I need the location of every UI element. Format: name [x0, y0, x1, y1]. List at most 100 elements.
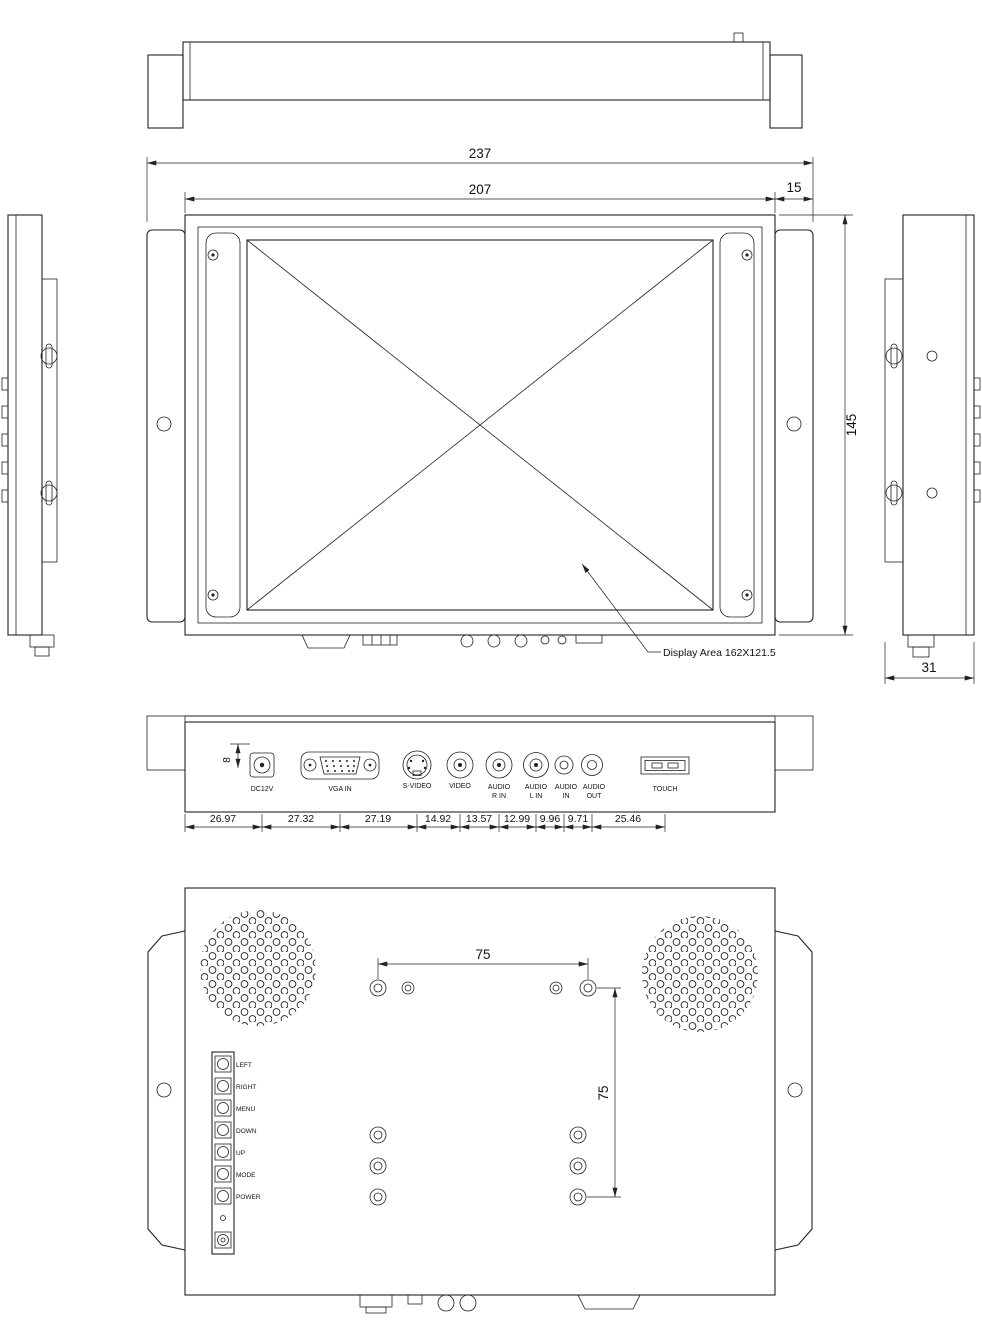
front-right-ear	[774, 229, 814, 623]
s-video-connector	[402, 750, 432, 780]
top-left-bracket	[147, 54, 184, 129]
dim-jack-offset: 8	[222, 743, 250, 768]
dim-vesa-horizontal-value: 75	[475, 947, 490, 962]
top-view	[147, 32, 803, 129]
left-side-view	[1, 214, 58, 657]
rear-body	[184, 887, 776, 1296]
chain-dim-5: 12.99	[504, 813, 530, 825]
rear-view: 75 75 LEFT RIGHT	[147, 887, 813, 1314]
button-left: LEFT	[214, 1055, 252, 1073]
button-power: POWER	[214, 1187, 261, 1205]
bezel-screws	[207, 249, 753, 601]
dc-jack	[249, 752, 275, 778]
dim-ear-width-value: 15	[786, 180, 801, 195]
dim-vesa-horizontal: 75	[377, 947, 589, 979]
bottom-left-ear	[146, 715, 186, 771]
button-menu-label: MENU	[236, 1106, 255, 1113]
front-bezel	[197, 226, 763, 624]
button-mode-label: MODE	[236, 1172, 256, 1179]
dc-jack-label: DC12V	[251, 786, 274, 793]
right-side-body	[902, 214, 975, 636]
left-side-foot	[29, 634, 55, 657]
button-up: UP	[214, 1143, 245, 1161]
button-left-label: LEFT	[236, 1062, 252, 1069]
chain-dim-0: 26.97	[210, 813, 236, 825]
rear-right-ear	[774, 930, 813, 1251]
bottom-panel	[184, 721, 776, 813]
left-ear-hole	[156, 416, 172, 432]
display-area-note: Display Area 162X121.5	[663, 647, 776, 659]
display-area	[246, 239, 714, 611]
right-ear-hole	[786, 416, 802, 432]
connector-labels: DC12V VGA IN S-VIDEO VIDEO AUDIO R IN AU…	[251, 783, 678, 800]
audio-out-connector	[581, 754, 603, 776]
button-down-label: DOWN	[236, 1128, 257, 1135]
audio-l-in-connector	[523, 752, 549, 778]
bottom-connector-view: DC12V VGA IN S-VIDEO VIDEO AUDIO R IN AU…	[146, 715, 814, 832]
front-view: 237 207 15 145	[146, 146, 859, 659]
left-side-teeth	[1, 377, 9, 503]
dim-body-width: 207	[184, 182, 776, 213]
display-area-callout: Display Area 162X121.5	[581, 563, 776, 659]
button-indicator	[220, 1215, 226, 1221]
speaker-holes-right	[642, 916, 758, 1032]
top-tab	[733, 32, 744, 43]
dim-overall-width: 237	[146, 146, 814, 222]
left-side-body	[7, 214, 43, 636]
audio-r-in-connector	[485, 751, 513, 779]
audio-out-label-2: OUT	[587, 793, 603, 800]
osd-button-strip: LEFT RIGHT MENU DOWN UP MODE	[211, 1051, 261, 1255]
speaker-holes-left	[200, 910, 316, 1026]
front-left-ear	[146, 229, 186, 623]
dim-ear-width: 15	[775, 180, 813, 202]
button-right: RIGHT	[214, 1077, 256, 1095]
audio-in-connector	[554, 755, 574, 775]
button-menu: MENU	[214, 1099, 255, 1117]
audio-l-in-label-2: L IN	[530, 793, 543, 800]
chain-dim-8: 25.46	[615, 813, 641, 825]
top-panel	[182, 41, 771, 101]
left-side-slots	[40, 343, 58, 506]
rear-bottom-connectors	[359, 1294, 641, 1314]
usb-touch-label: TOUCH	[653, 786, 678, 793]
left-bezel-bar	[205, 232, 241, 618]
button-right-label: RIGHT	[236, 1084, 256, 1091]
dim-body-width-value: 207	[469, 182, 492, 197]
button-mode: MODE	[214, 1165, 256, 1183]
dim-overall-width-value: 237	[469, 146, 492, 161]
button-down: DOWN	[214, 1121, 257, 1139]
audio-in-label-2: IN	[563, 793, 570, 800]
right-bezel-bar	[719, 232, 755, 618]
chain-dim-6: 9.96	[540, 813, 561, 825]
audio-in-label-1: AUDIO	[555, 784, 578, 791]
dim-vesa-vertical: 75	[587, 987, 621, 1198]
dim-jack-offset-value: 8	[222, 757, 233, 763]
right-side-flange	[884, 278, 904, 563]
dim-chain: 26.97 27.32 27.19 14.92 13.57 12.99 9.96…	[184, 813, 666, 832]
audio-l-in-label-1: AUDIO	[525, 784, 548, 791]
audio-r-in-label-1: AUDIO	[488, 784, 511, 791]
chain-dim-1: 27.32	[288, 813, 314, 825]
bottom-right-ear	[774, 715, 814, 771]
vga-connector	[300, 751, 380, 780]
dim-depth: 31	[884, 642, 975, 684]
right-side-foot	[907, 634, 935, 658]
video-label: VIDEO	[449, 783, 471, 790]
chain-dim-4: 13.57	[466, 813, 492, 825]
vga-label: VGA IN	[328, 786, 351, 793]
chain-dim-3: 14.92	[425, 813, 451, 825]
front-body	[184, 214, 776, 636]
usb-touch-connector	[640, 756, 690, 775]
dim-height-value: 145	[844, 414, 859, 437]
vesa-lower-holes	[369, 1126, 587, 1206]
right-side-slots	[885, 343, 938, 506]
rear-right-ear-hole	[787, 1082, 803, 1098]
audio-out-label-1: AUDIO	[583, 784, 606, 791]
button-up-label: UP	[236, 1150, 245, 1157]
right-side-view: 31	[884, 214, 981, 684]
top-right-bracket	[769, 54, 803, 129]
s-video-label: S-VIDEO	[403, 783, 432, 790]
vesa-top-holes	[369, 979, 597, 997]
dim-depth-value: 31	[921, 660, 936, 675]
